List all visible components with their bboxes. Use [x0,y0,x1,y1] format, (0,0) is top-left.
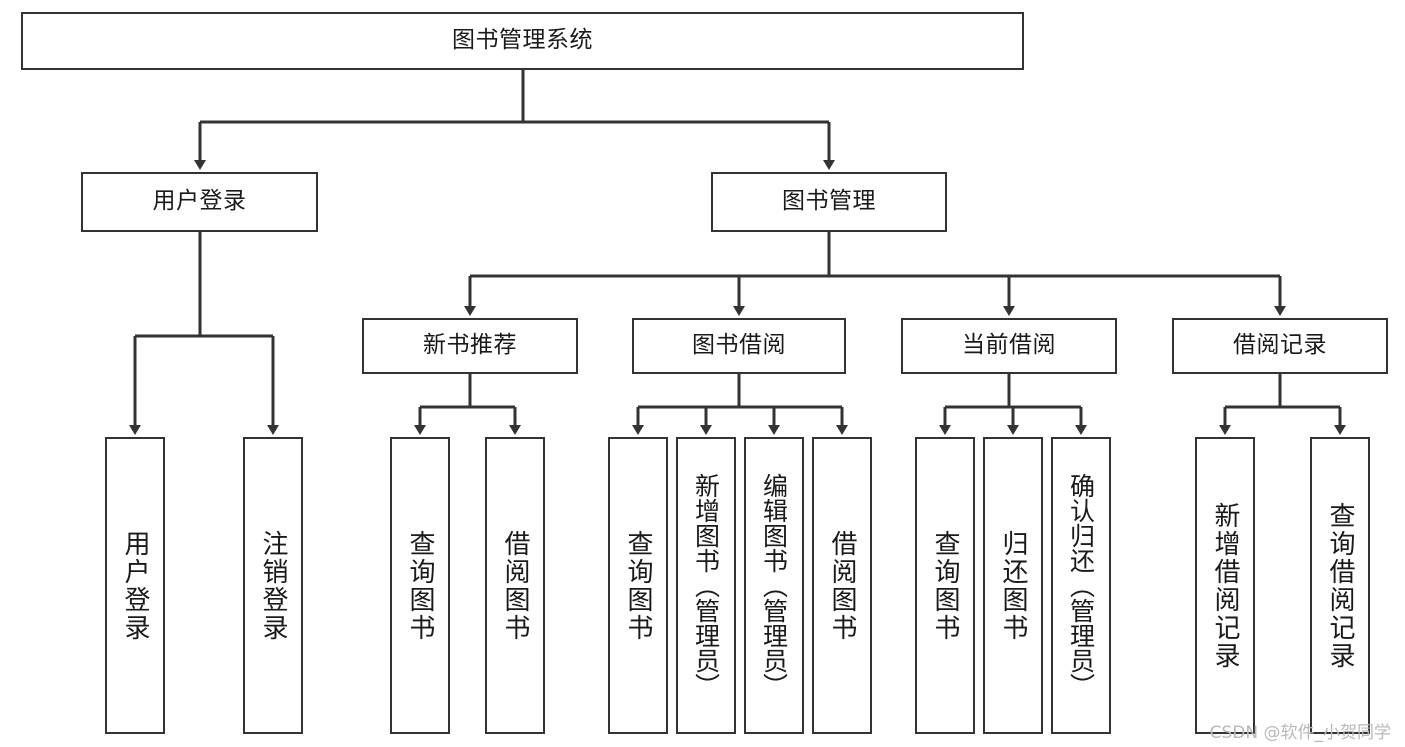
node-label: 图书管理 [782,188,876,215]
node-label: 新增借阅记录 [1210,501,1240,670]
node-root[interactable]: 图书管理系统 [21,12,1024,70]
node-label: 新书推荐 [423,332,517,359]
node-label: 查询图书 [623,529,653,642]
node-user-login[interactable]: 用户登录 [81,172,318,232]
node-label: 借阅图书 [500,529,530,642]
node-label: 用户登录 [120,529,150,642]
node-book-manage[interactable]: 图书管理 [711,172,947,232]
node-leaf-return-book[interactable]: 归还图书 [983,437,1043,734]
node-label: 查询图书 [930,529,960,642]
node-label: 注销登录 [258,529,288,642]
node-leaf-edit-book[interactable]: 编辑图书（管理员） [744,437,804,734]
node-label: 新增图书（管理员） [691,473,721,698]
node-leaf-query-book-1[interactable]: 查询图书 [390,437,450,734]
node-leaf-borrow-book-1[interactable]: 借阅图书 [485,437,545,734]
node-label: 图书管理系统 [452,27,593,54]
node-label: 确认归还（管理员） [1066,473,1096,698]
node-new-book-recommend[interactable]: 新书推荐 [362,318,578,374]
node-label: 当前借阅 [962,332,1056,359]
node-book-borrow[interactable]: 图书借阅 [632,318,846,374]
node-label: 用户登录 [152,188,247,215]
node-label: 归还图书 [998,529,1028,642]
node-label: 借阅图书 [827,529,857,642]
node-label: 查询图书 [405,529,435,642]
node-current-borrow[interactable]: 当前借阅 [901,318,1117,374]
node-label: 编辑图书（管理员） [759,473,789,698]
node-leaf-query-book-3[interactable]: 查询图书 [915,437,975,734]
node-leaf-borrow-book-2[interactable]: 借阅图书 [812,437,872,734]
node-leaf-add-record[interactable]: 新增借阅记录 [1195,437,1255,734]
node-leaf-confirm-return[interactable]: 确认归还（管理员） [1051,437,1111,734]
node-leaf-query-book-2[interactable]: 查询图书 [608,437,668,734]
node-leaf-add-book[interactable]: 新增图书（管理员） [676,437,736,734]
node-leaf-logout[interactable]: 注销登录 [243,437,303,734]
node-leaf-query-record[interactable]: 查询借阅记录 [1310,437,1370,734]
node-label: 借阅记录 [1233,332,1327,359]
node-borrow-record[interactable]: 借阅记录 [1172,318,1388,374]
node-label: 图书借阅 [692,332,786,359]
node-leaf-user-login[interactable]: 用户登录 [105,437,165,734]
node-label: 查询借阅记录 [1325,501,1355,670]
